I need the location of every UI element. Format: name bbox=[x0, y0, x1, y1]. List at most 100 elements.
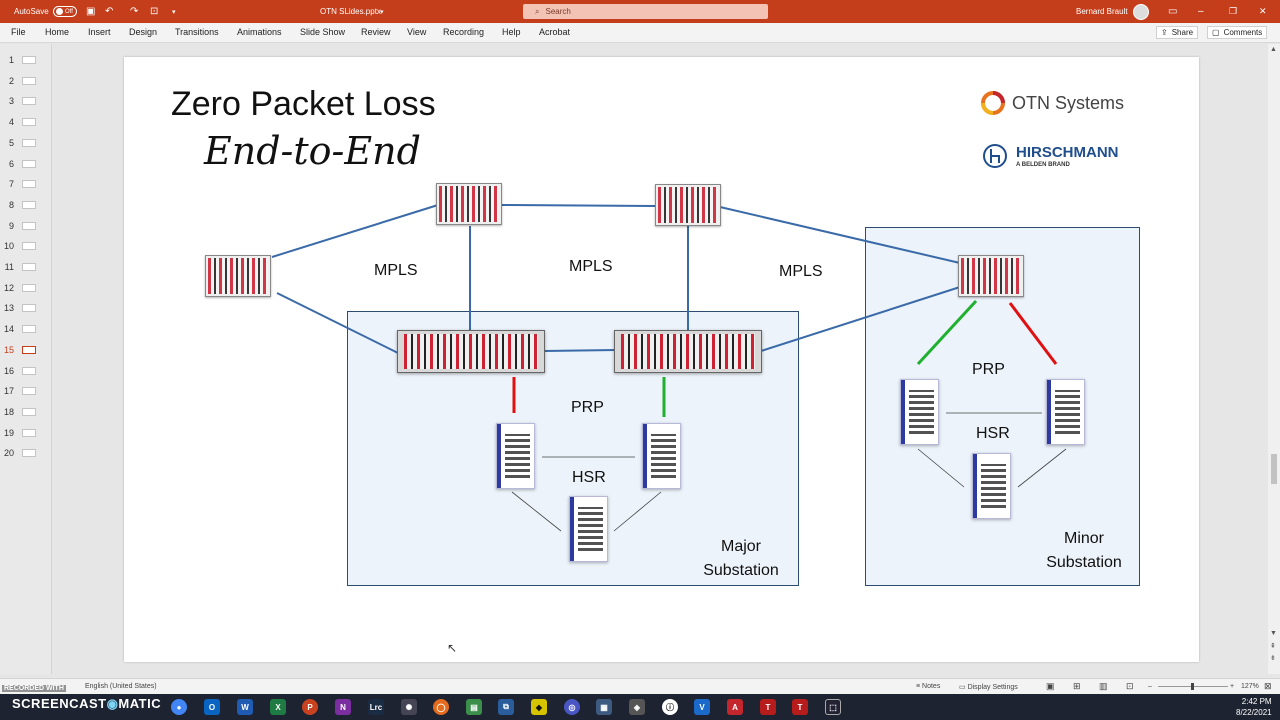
browser-icon[interactable]: ◎ bbox=[564, 699, 580, 715]
chrome-icon[interactable]: ● bbox=[171, 699, 187, 715]
mpls-router[interactable] bbox=[205, 255, 271, 297]
tab-help[interactable]: Help bbox=[502, 27, 521, 37]
undo-icon[interactable]: ↶ bbox=[105, 6, 114, 17]
slide-thumbnail[interactable]: 4 bbox=[0, 114, 52, 132]
slide-thumbnail[interactable]: 16 bbox=[0, 363, 52, 381]
zoom-slider-knob[interactable] bbox=[1191, 683, 1194, 690]
tex-app-icon-2[interactable]: T bbox=[792, 699, 808, 715]
document-title[interactable]: OTN SLides.pptx bbox=[320, 7, 381, 16]
slide-canvas[interactable]: Zero Packet Loss End-to-End OTN Systems … bbox=[124, 57, 1199, 662]
slide-thumbnail[interactable]: 12 bbox=[0, 280, 52, 298]
slide-thumbnail-image[interactable] bbox=[22, 221, 36, 230]
zoom-level[interactable]: 127% bbox=[1241, 683, 1259, 690]
notes-button[interactable]: ≡ Notes bbox=[916, 683, 941, 690]
slide-thumbnail-image[interactable] bbox=[22, 159, 36, 168]
vpn-icon[interactable]: ◆ bbox=[531, 699, 547, 715]
slide-title[interactable]: Zero Packet Loss bbox=[171, 85, 436, 123]
tab-review[interactable]: Review bbox=[361, 27, 391, 37]
chevron-down-icon[interactable]: ▾ bbox=[380, 8, 384, 16]
mpls-core-router[interactable] bbox=[614, 330, 762, 373]
industrial-switch[interactable] bbox=[496, 423, 535, 489]
slide-thumbnail[interactable]: 20 bbox=[0, 445, 52, 463]
mpls-core-router[interactable] bbox=[397, 330, 545, 373]
tab-acrobat[interactable]: Acrobat bbox=[539, 27, 571, 37]
slide-thumbnail[interactable]: 10 bbox=[0, 238, 52, 256]
present-icon[interactable]: ⊡ bbox=[150, 6, 159, 17]
tab-insert[interactable]: Insert bbox=[88, 27, 111, 37]
onenote-icon[interactable]: N bbox=[335, 699, 351, 715]
excel-icon[interactable]: X bbox=[270, 699, 286, 715]
tab-animations[interactable]: Animations bbox=[237, 27, 282, 37]
next-slide-icon[interactable]: ⇟ bbox=[1270, 655, 1276, 662]
cube-app-icon[interactable]: ◈ bbox=[629, 699, 645, 715]
slide-thumbnail[interactable]: 17 bbox=[0, 383, 52, 401]
language-status[interactable]: English (United States) bbox=[85, 683, 157, 690]
slide-thumbnail[interactable]: 18 bbox=[0, 404, 52, 422]
display-settings-button[interactable]: ▭ Display Settings bbox=[959, 684, 1018, 691]
tab-home[interactable]: Home bbox=[45, 27, 70, 37]
system-clock[interactable]: 2:42 PM 8/22/2021 bbox=[1236, 697, 1272, 717]
fit-slide-icon[interactable]: ⊠ bbox=[1264, 681, 1272, 691]
outlook-icon[interactable]: O bbox=[204, 699, 220, 715]
slide-thumbnail-image[interactable] bbox=[22, 325, 36, 334]
zoom-slider[interactable] bbox=[1158, 683, 1228, 690]
info-app-icon[interactable]: ⓘ bbox=[662, 699, 678, 715]
slide-thumbnail-image[interactable] bbox=[22, 428, 36, 437]
zoom-in-icon[interactable]: + bbox=[1230, 683, 1235, 690]
industrial-switch[interactable] bbox=[900, 379, 939, 445]
tex-app-icon[interactable]: T bbox=[760, 699, 776, 715]
tab-design[interactable]: Design bbox=[129, 27, 158, 37]
slide-thumbnail-image[interactable] bbox=[22, 345, 36, 354]
user-name[interactable]: Bernard Brault bbox=[1076, 7, 1128, 16]
vertical-scrollbar[interactable]: ▲ ▼ ⇞ ⇟ bbox=[1268, 44, 1280, 674]
autosave-toggle[interactable]: Off bbox=[53, 6, 77, 17]
mpls-router[interactable] bbox=[436, 183, 502, 225]
slide-thumbnail[interactable]: 15 bbox=[0, 342, 52, 360]
industrial-switch[interactable] bbox=[569, 496, 608, 562]
scroll-down-icon[interactable]: ▼ bbox=[1270, 630, 1277, 637]
search-box[interactable]: ⌕ Search bbox=[523, 4, 768, 19]
app-ring-icon[interactable]: ◯ bbox=[433, 699, 449, 715]
slide-thumbnail-image[interactable] bbox=[22, 449, 36, 458]
slide-thumbnail-image[interactable] bbox=[22, 242, 36, 251]
slide-thumbnail[interactable]: 3 bbox=[0, 93, 52, 111]
word-icon[interactable]: W bbox=[237, 699, 253, 715]
slide-thumbnail[interactable]: 14 bbox=[0, 321, 52, 339]
slide-thumbnail[interactable]: 5 bbox=[0, 135, 52, 153]
tab-transitions[interactable]: Transitions bbox=[175, 27, 219, 37]
avatar[interactable] bbox=[1133, 3, 1149, 20]
normal-view-icon[interactable]: ▣ bbox=[1046, 681, 1055, 691]
mpls-router[interactable] bbox=[655, 184, 721, 226]
slide-subtitle[interactable]: End-to-End bbox=[204, 129, 421, 173]
industrial-switch[interactable] bbox=[642, 423, 681, 489]
tab-recording[interactable]: Recording bbox=[443, 27, 485, 37]
tab-view[interactable]: View bbox=[407, 27, 427, 37]
slide-thumbnail-image[interactable] bbox=[22, 180, 36, 189]
share-button[interactable]: ⇪Share bbox=[1156, 26, 1199, 39]
slide-thumbnail-image[interactable] bbox=[22, 263, 36, 271]
powerpoint-icon[interactable]: P bbox=[302, 699, 318, 715]
slide-thumbnail-image[interactable] bbox=[22, 138, 36, 147]
slide-thumbnail-image[interactable] bbox=[22, 56, 36, 64]
zoom-out-icon[interactable]: – bbox=[1148, 683, 1152, 690]
network-diagram-icon[interactable]: ⧉ bbox=[498, 699, 514, 715]
acrobat-icon[interactable]: A bbox=[727, 699, 743, 715]
customize-qat-icon[interactable]: ▾ bbox=[172, 8, 176, 16]
tab-slide-show[interactable]: Slide Show bbox=[300, 27, 346, 37]
prev-slide-icon[interactable]: ⇞ bbox=[1270, 643, 1276, 650]
mpls-router[interactable] bbox=[958, 255, 1024, 297]
slide-thumbnail-image[interactable] bbox=[22, 407, 36, 416]
slide-thumbnail-image[interactable] bbox=[22, 97, 36, 106]
lightroom-icon[interactable]: Lrc bbox=[368, 699, 384, 715]
slide-thumbnail[interactable]: 6 bbox=[0, 156, 52, 174]
slide-thumbnail[interactable]: 19 bbox=[0, 425, 52, 443]
minimize-button[interactable]: – bbox=[1198, 6, 1204, 17]
snipping-tool-icon[interactable]: ⬚ bbox=[825, 699, 841, 715]
scrollbar-thumb[interactable] bbox=[1271, 454, 1277, 484]
explorer-icon[interactable]: ▦ bbox=[596, 699, 612, 715]
slide-thumbnail[interactable]: 8 bbox=[0, 197, 52, 215]
slide-thumbnail-image[interactable] bbox=[22, 200, 36, 209]
save-icon[interactable]: ▣ bbox=[86, 6, 96, 17]
vscode-icon[interactable]: V bbox=[694, 699, 710, 715]
industrial-switch[interactable] bbox=[972, 453, 1011, 519]
